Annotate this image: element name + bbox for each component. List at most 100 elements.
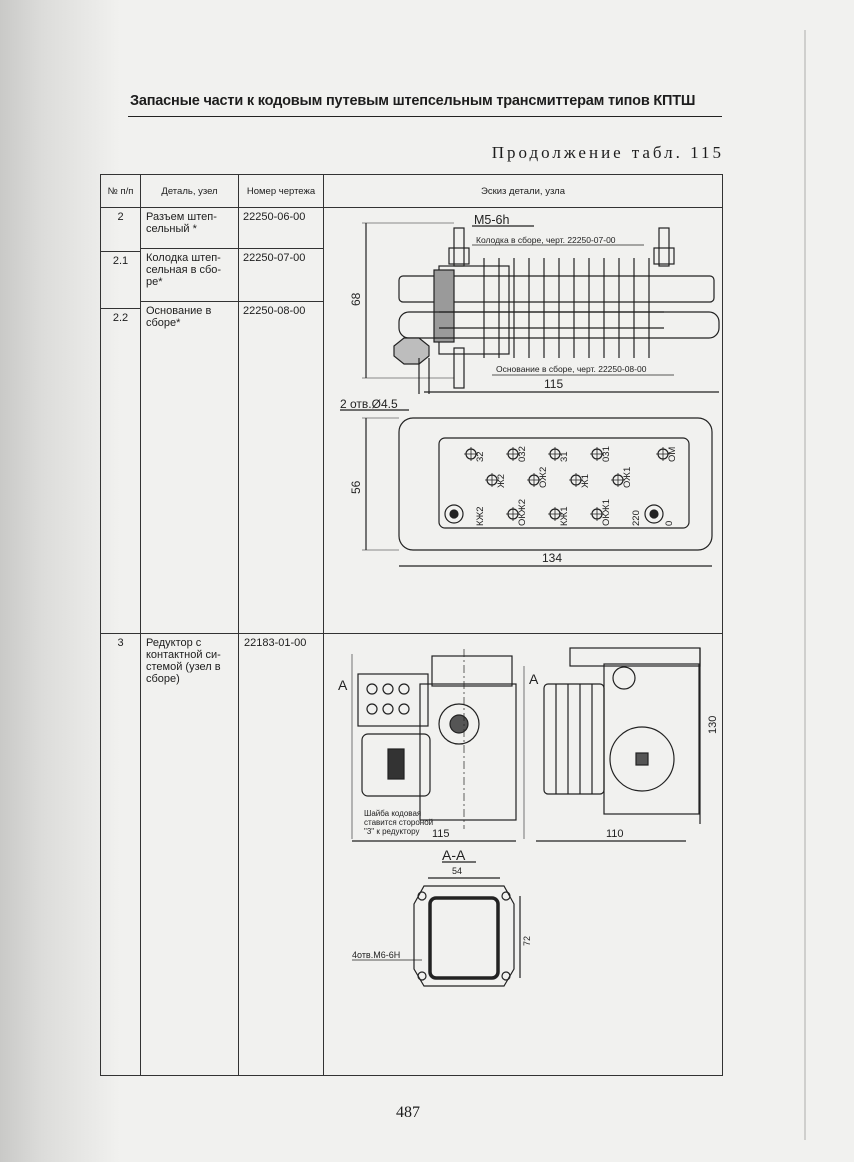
dim-72-label: 72 — [522, 936, 532, 946]
row-drawing: 22250-06-00 — [243, 211, 306, 223]
pin-label: КЖ1 — [559, 506, 570, 526]
pin-label: 31 — [559, 451, 570, 462]
mount-hole-center — [649, 509, 659, 519]
holes-label: 2 отв.Ø4.5 — [340, 397, 398, 411]
flange-hole — [417, 971, 427, 981]
pin-crosshair — [569, 473, 583, 487]
pin-label: 031 — [601, 446, 612, 462]
terminal-screw — [398, 703, 410, 715]
table-header-row: № п/п Деталь, узел Номер чертежа Эскиз д… — [100, 174, 723, 208]
pin-label: 32 — [475, 451, 486, 462]
drawing-cell: 22250-06-00 22250-07-00 22250-08-00 — [238, 207, 324, 634]
table-row: 3 Редуктор с контактной си-стемой (узел … — [100, 633, 723, 1076]
pin-crosshair — [590, 507, 604, 521]
col-header-num: № п/п — [100, 174, 141, 208]
stud-nut — [448, 247, 470, 265]
row-part: Разъем штеп-сельный * — [146, 211, 217, 235]
pin-label: ОКЖ2 — [517, 499, 528, 526]
section-title: А-А — [442, 847, 466, 863]
code-washer — [387, 748, 405, 780]
terminal-screw — [398, 683, 410, 695]
pin-label: Ж1 — [580, 474, 591, 488]
dim-130-label: 130 — [707, 716, 719, 734]
pin-crosshair — [506, 447, 520, 461]
row-part: Редуктор с контактной си-стемой (узел в … — [140, 633, 239, 1076]
lower-plate-outline — [398, 311, 720, 339]
row-drawing: 22250-08-00 — [239, 301, 323, 320]
col-header-sketch: Эскиз детали, узла — [323, 174, 723, 208]
plate-inner-outline — [438, 437, 690, 529]
pin-label: ОЖ1 — [622, 467, 633, 488]
flange-hole — [417, 891, 427, 901]
flange-hole — [501, 971, 511, 981]
washer-note: "3" к редуктору — [364, 827, 419, 836]
row-part: Колодка штеп-сельная в сбо-ре* — [141, 248, 238, 301]
mount-hole — [644, 504, 664, 524]
row-part: Основание в сборе* — [141, 301, 238, 332]
table-ref: табл. 115 — [631, 143, 724, 162]
section-mark-right: А — [529, 671, 539, 687]
pin-label: ОМ — [667, 447, 678, 462]
mount-hole-center — [449, 509, 459, 519]
dim-68-label: 68 — [349, 292, 363, 306]
table-row: 2 2.1 2.2 Разъем штеп-сельный * Колодка … — [100, 207, 723, 634]
pin-crosshair — [548, 507, 562, 521]
dim-115b-label: 115 — [432, 828, 450, 840]
pin-grid — [464, 447, 670, 521]
part-cell: Разъем штеп-сельный * Колодка штеп-сельн… — [140, 207, 239, 634]
base-callout: Основание в сборе, черт. 22250-08-00 — [496, 364, 647, 374]
page-number: 487 — [396, 1104, 420, 1121]
threaded-stud — [453, 227, 465, 267]
pin-crosshair — [527, 473, 541, 487]
row-num: 2 — [117, 211, 124, 223]
thread-label: М5-6h — [474, 213, 509, 227]
pin-crosshair — [656, 447, 670, 461]
col-header-drawing: Номер чертежа — [238, 174, 324, 208]
shaft-boss — [438, 703, 480, 745]
section-cavity — [428, 896, 500, 980]
page-edge — [804, 30, 806, 1140]
connector-sketch-cell: 68 115 2 отв.Ø4.5 М5-6h Колодка в сборе,… — [323, 207, 723, 634]
row-num: 2.2 — [101, 308, 140, 324]
side-housing — [603, 663, 700, 815]
col-header-part: Деталь, узел — [140, 174, 239, 208]
side-contact-stack — [543, 683, 605, 795]
mount-hole — [444, 504, 464, 524]
washer-note: ставится стороной — [364, 818, 433, 827]
housing-body — [419, 683, 517, 821]
row-num: 3 — [100, 633, 141, 1076]
block-hatched-part — [433, 269, 455, 343]
pin-label: 032 — [517, 446, 528, 462]
terminal-screw — [382, 703, 394, 715]
flange-hole — [501, 891, 511, 901]
pin-crosshair — [611, 473, 625, 487]
side-top-flange — [569, 647, 701, 667]
terminal-screw — [366, 683, 378, 695]
housing-flange — [431, 655, 513, 687]
block-callout: Колодка в сборе, черт. 22250-07-00 — [476, 235, 616, 245]
page-header: Запасные части к кодовым путевым штепсел… — [130, 93, 696, 109]
side-boss — [612, 666, 636, 690]
dim-115-label: 115 — [544, 377, 563, 391]
gear-circle — [609, 726, 675, 792]
shaft-hole — [449, 714, 469, 734]
terminal-block — [357, 673, 429, 727]
threaded-stud — [658, 227, 670, 267]
pin-crosshair — [485, 473, 499, 487]
terminal-screw — [366, 703, 378, 715]
stud-nut — [653, 247, 675, 265]
contact-system — [361, 733, 431, 797]
nut-hex — [393, 337, 430, 365]
washer-note: Шайба кодовая — [364, 809, 421, 818]
dim-134-label: 134 — [542, 551, 562, 565]
pin-crosshair — [464, 447, 478, 461]
reducer-drawing: А Шайба кодовая ставится стороной "3" к … — [338, 647, 719, 987]
dim-56-label: 56 — [349, 480, 363, 494]
section-holes-label: 4отв.М6-6Н — [352, 950, 400, 960]
section-mark-left: А — [338, 677, 348, 693]
dim-110-label: 110 — [606, 828, 624, 840]
num-cell: 2 2.1 2.2 — [100, 207, 141, 634]
pin-crosshair — [590, 447, 604, 461]
pin-label: ОКЖ1 — [601, 499, 612, 526]
